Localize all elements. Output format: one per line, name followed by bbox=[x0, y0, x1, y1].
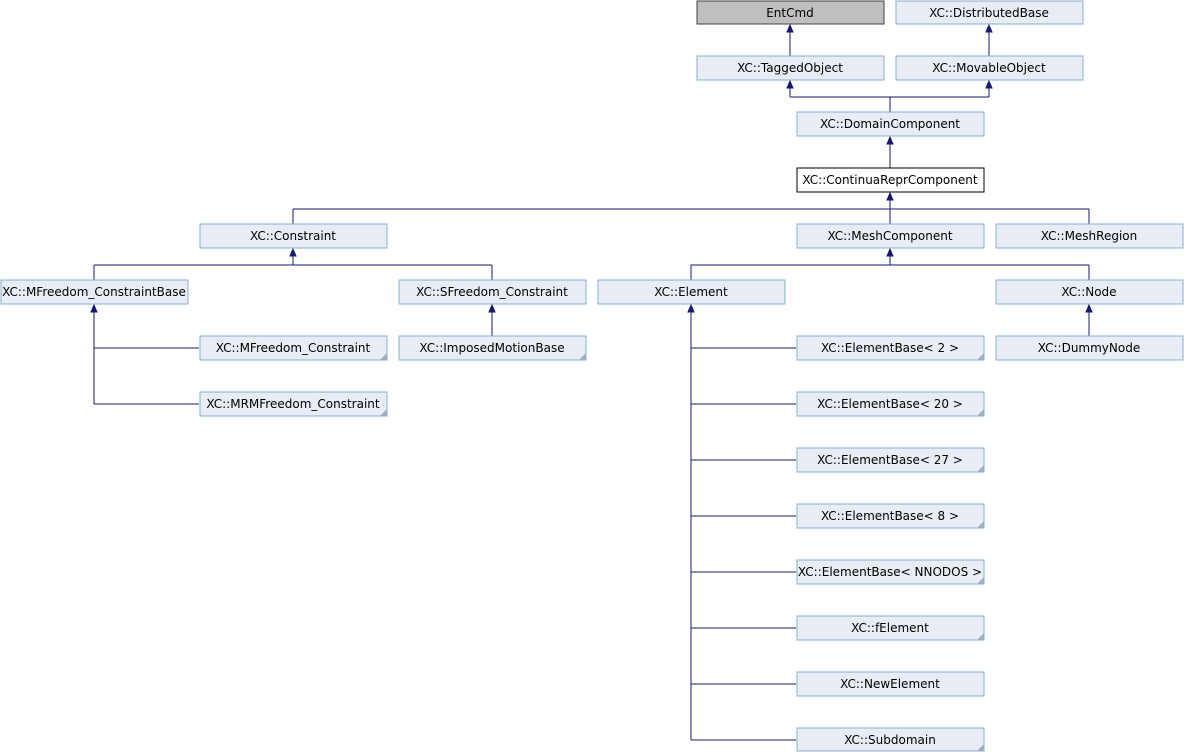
node-label: XC::DomainComponent bbox=[820, 117, 960, 131]
node-label: XC::DistributedBase bbox=[929, 6, 1049, 20]
node-label: XC::SFreedom_Constraint bbox=[416, 285, 568, 299]
node-label: XC::DummyNode bbox=[1038, 341, 1140, 355]
node-label: XC::MeshRegion bbox=[1041, 229, 1138, 243]
node-element-base-8[interactable]: XC::ElementBase< 8 > bbox=[796, 503, 985, 529]
node-label: EntCmd bbox=[766, 6, 814, 20]
node-label: XC::Constraint bbox=[250, 229, 336, 243]
folded-corner-icon bbox=[977, 633, 984, 640]
node-label: XC::MovableObject bbox=[932, 61, 1046, 75]
node-label: XC::ElementBase< NNODOS > bbox=[798, 565, 982, 579]
folded-corner-icon bbox=[977, 577, 984, 584]
node-label: XC::Node bbox=[1061, 285, 1116, 299]
node-tagged-object[interactable]: XC::TaggedObject bbox=[696, 55, 885, 81]
node-label: XC::ElementBase< 20 > bbox=[817, 397, 963, 411]
node-label: XC::MFreedom_Constraint bbox=[216, 341, 371, 355]
node-sfreedom-constraint[interactable]: XC::SFreedom_Constraint bbox=[398, 279, 587, 305]
edge-movable-object-to-distributed-base bbox=[985, 23, 993, 56]
node-element[interactable]: XC::Element bbox=[597, 279, 786, 305]
node-mfreedom-constraint-base[interactable]: XC::MFreedom_ConstraintBase bbox=[0, 279, 189, 305]
edge-tagged-object-to-entcmd bbox=[786, 23, 794, 56]
node-element-base-20[interactable]: XC::ElementBase< 20 > bbox=[796, 391, 985, 417]
folded-corner-icon bbox=[380, 353, 387, 360]
node-mesh-component[interactable]: XC::MeshComponent bbox=[796, 223, 985, 249]
edge-mesh-component-children bbox=[690, 247, 1090, 280]
edge-mfreedom-base-children bbox=[90, 303, 199, 405]
node-mrmfreedom-constraint[interactable]: XC::MRMFreedom_Constraint bbox=[199, 391, 388, 417]
folded-corner-icon bbox=[579, 353, 586, 360]
edge-continua-to-domain-component bbox=[886, 135, 894, 168]
folded-corner-icon bbox=[380, 409, 387, 416]
folded-corner-icon bbox=[977, 521, 984, 528]
node-element-base-2[interactable]: XC::ElementBase< 2 > bbox=[796, 335, 985, 361]
node-label: XC::ElementBase< 2 > bbox=[821, 341, 959, 355]
node-domain-component[interactable]: XC::DomainComponent bbox=[796, 111, 985, 137]
edge-imposed-motion-to-sfreedom bbox=[488, 303, 496, 336]
node-imposed-motion-base[interactable]: XC::ImposedMotionBase bbox=[398, 335, 587, 361]
edge-element-children bbox=[687, 303, 796, 741]
folded-corner-icon bbox=[977, 409, 984, 416]
node-subdomain[interactable]: XC::Subdomain bbox=[796, 727, 985, 752]
node-label: XC::TaggedObject bbox=[737, 61, 843, 75]
edge-level3-to-continua bbox=[292, 191, 1090, 224]
node-mesh-region[interactable]: XC::MeshRegion bbox=[995, 223, 1184, 249]
folded-corner-icon bbox=[977, 353, 984, 360]
node-label: XC::ContinuaReprComponent bbox=[802, 173, 977, 187]
node-constraint[interactable]: XC::Constraint bbox=[199, 223, 388, 249]
edges bbox=[90, 23, 1093, 741]
node-label: XC::MeshComponent bbox=[827, 229, 952, 243]
node-new-element[interactable]: XC::NewElement bbox=[796, 671, 985, 697]
node-label: XC::MRMFreedom_Constraint bbox=[206, 397, 379, 411]
node-label: XC::ElementBase< 27 > bbox=[817, 453, 963, 467]
folded-corner-icon bbox=[977, 465, 984, 472]
node-continua-repr-component: XC::ContinuaReprComponent bbox=[796, 167, 985, 193]
node-distributed-base[interactable]: XC::DistributedBase bbox=[895, 0, 1084, 25]
node-f-element[interactable]: XC::fElement bbox=[796, 615, 985, 641]
node-mfreedom-constraint[interactable]: XC::MFreedom_Constraint bbox=[199, 335, 388, 361]
node-element-base-27[interactable]: XC::ElementBase< 27 > bbox=[796, 447, 985, 473]
node-dummy-node[interactable]: XC::DummyNode bbox=[995, 335, 1184, 361]
node-label: XC::ImposedMotionBase bbox=[419, 341, 564, 355]
node-label: XC::Subdomain bbox=[844, 733, 936, 747]
node-label: XC::fElement bbox=[851, 621, 929, 635]
node-element-base-nnodos[interactable]: XC::ElementBase< NNODOS > bbox=[796, 559, 985, 585]
node-entcmd[interactable]: EntCmd bbox=[696, 0, 885, 25]
node-label: XC::MFreedom_ConstraintBase bbox=[2, 285, 186, 299]
node-label: XC::ElementBase< 8 > bbox=[821, 509, 959, 523]
node-label: XC::NewElement bbox=[840, 677, 940, 691]
node-movable-object[interactable]: XC::MovableObject bbox=[895, 55, 1084, 81]
node-label: XC::Element bbox=[654, 285, 728, 299]
edge-dummy-node-to-node bbox=[1085, 303, 1093, 336]
edge-domain-component-to-parents bbox=[786, 79, 993, 112]
folded-corner-icon bbox=[977, 744, 984, 751]
node-node[interactable]: XC::Node bbox=[995, 279, 1184, 305]
edge-constraint-children bbox=[93, 247, 493, 280]
